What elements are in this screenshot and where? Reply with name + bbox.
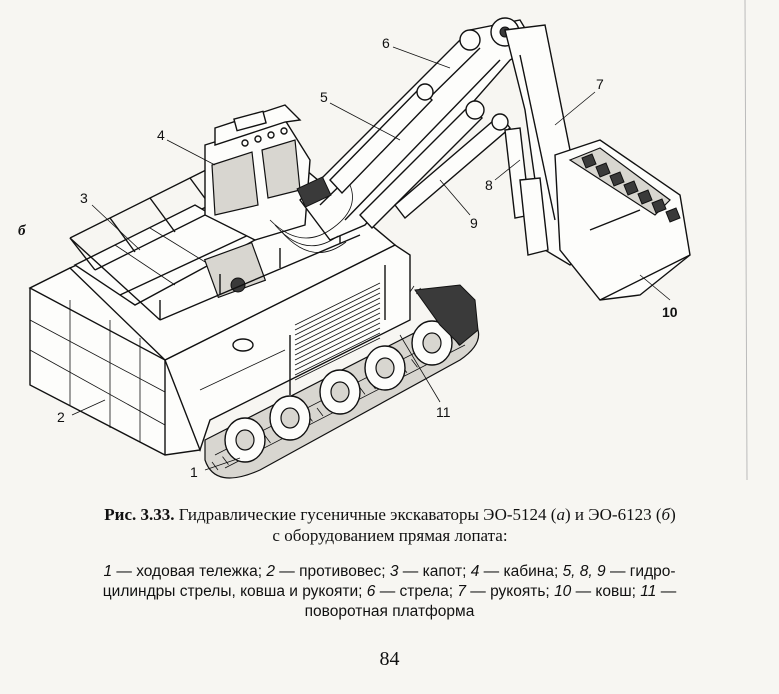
caption-title-text: Гидравлические гусеничные экскаваторы ЭО…: [179, 505, 676, 524]
grille-slat: [294, 297, 381, 341]
legend-line2-segment: — стрела;: [375, 583, 458, 600]
caption-title-a: а: [556, 505, 565, 524]
legend-line3-segment: поворотная платформа: [304, 603, 475, 620]
legend-line2-segment: цилиндры стрелы, ковша и рукояти;: [102, 583, 367, 600]
legend-line1-segment: — гидро-: [605, 563, 676, 580]
callout-3: 3: [80, 190, 88, 206]
scan-edge-line: [744, 0, 748, 481]
bucket-tooth: [581, 153, 597, 169]
bucket-tooth: [623, 180, 639, 196]
grille-slat: [294, 332, 381, 376]
figure-legend: 1 — ходовая тележка; 2 — противовес; 3 —…: [22, 562, 757, 622]
road-wheel-hub: [375, 357, 395, 379]
cabin: [204, 104, 311, 241]
boom: [299, 17, 536, 241]
callout-7: 7: [596, 76, 604, 92]
callout-6: 6: [382, 35, 390, 51]
rail-post: [69, 237, 96, 271]
page-number: 84: [379, 648, 400, 670]
rail-post: [109, 217, 136, 253]
legend-line1-segment: — ходовая тележка;: [112, 563, 267, 580]
legend-line2-segment: — рукоять;: [465, 583, 555, 600]
caption-title-part3: ): [670, 505, 676, 524]
road-wheel-hub: [235, 429, 255, 451]
stick-cylinder: [394, 113, 511, 220]
callout-2: 2: [57, 409, 65, 425]
callout-4: 4: [157, 127, 165, 143]
legend-line2-segment: — ковш;: [571, 583, 641, 600]
handrails: [69, 167, 361, 321]
grille-slat: [294, 282, 381, 326]
legend-line1-segment: — кабина;: [479, 563, 563, 580]
legend-line-3: поворотная платформа: [22, 602, 757, 622]
callout-5: 5: [320, 89, 328, 105]
grille-slat: [294, 302, 381, 346]
cabin-bolt: [267, 131, 275, 139]
bucket: [554, 139, 691, 301]
track-shoe: [264, 434, 271, 444]
legend-line1-segment: — противовес;: [274, 563, 390, 580]
legend-line1-segment: 2: [266, 563, 275, 580]
grille-slat: [294, 312, 381, 356]
grille-slat: [294, 317, 381, 361]
figure-caption-title: Рис. 3.33. Гидравлические гусеничные экс…: [20, 504, 760, 546]
panel-letter: б: [18, 223, 26, 239]
bucket-tooth: [595, 162, 611, 178]
bucket-tooth: [665, 207, 681, 223]
track-undercarriage: [204, 284, 480, 479]
grille-slat: [294, 322, 381, 366]
excavator-drawing: б 1 2 3 4 5 6 7 8 9 10 11: [18, 0, 748, 481]
hydraulic-hoses: [269, 176, 353, 253]
callout-8: 8: [485, 177, 493, 193]
grille-slat: [294, 292, 381, 336]
grille-slat: [294, 327, 381, 371]
legend-line1-segment: 4: [470, 563, 480, 580]
legend-line2-segment: 6: [366, 583, 376, 600]
bucket-tooth: [651, 198, 667, 214]
road-wheel-hub: [330, 381, 350, 403]
legend-line2-segment: 11: [640, 583, 657, 600]
callout-10: 10: [662, 304, 678, 320]
legend-line2-segment: —: [656, 583, 677, 600]
cabin-bolt: [241, 139, 249, 147]
legend-line1-segment: — капот;: [398, 563, 471, 580]
figure-number: Рис. 3.33.: [104, 505, 175, 524]
road-wheel-hub: [280, 407, 300, 429]
caption-title-part1: Гидравлические гусеничные экскаваторы ЭО…: [178, 505, 557, 524]
boom-cylinders: [329, 83, 485, 230]
bucket-cylinder: [504, 127, 549, 256]
legend-line1-segment: 1: [103, 563, 113, 580]
grille-slat: [294, 307, 381, 351]
callout-1: 1: [190, 464, 198, 480]
callout-11: 11: [436, 404, 451, 420]
track-shoe: [211, 461, 219, 471]
road-wheel-hub: [422, 332, 442, 354]
legend-line-2: цилиндры стрелы, ковша и рукояти; 6 — ст…: [22, 582, 757, 602]
excavator-figure: б 1 2 3 4 5 6 7 8 9 10 11: [18, 0, 748, 481]
legend-line1-segment: 5, 8, 9: [562, 563, 606, 580]
caption-title-part2: ) и ЭО-6123 (: [564, 505, 662, 524]
track-shoe: [411, 359, 418, 368]
legend-line2-segment: 10: [554, 583, 572, 600]
cabin-bolt: [280, 127, 288, 135]
legend-line1-segment: 3: [389, 563, 399, 580]
grille-slat: [294, 287, 381, 331]
callout-9: 9: [470, 215, 478, 231]
grille-slat: [294, 337, 381, 381]
track-shoe: [222, 456, 229, 465]
rail-post: [149, 197, 176, 233]
bucket-tooth: [637, 189, 653, 205]
caption-title-line2: с оборудованием прямая лопата:: [272, 526, 508, 545]
bucket-tooth: [609, 171, 625, 187]
cabin-bolt: [254, 135, 262, 143]
leader-lines: [71, 46, 671, 471]
legend-line-1: 1 — ходовая тележка; 2 — противовес; 3 —…: [22, 562, 757, 582]
legend-line2-segment: 7: [457, 583, 466, 600]
caption-title-b: б: [661, 505, 671, 524]
track-shoe: [316, 407, 324, 417]
